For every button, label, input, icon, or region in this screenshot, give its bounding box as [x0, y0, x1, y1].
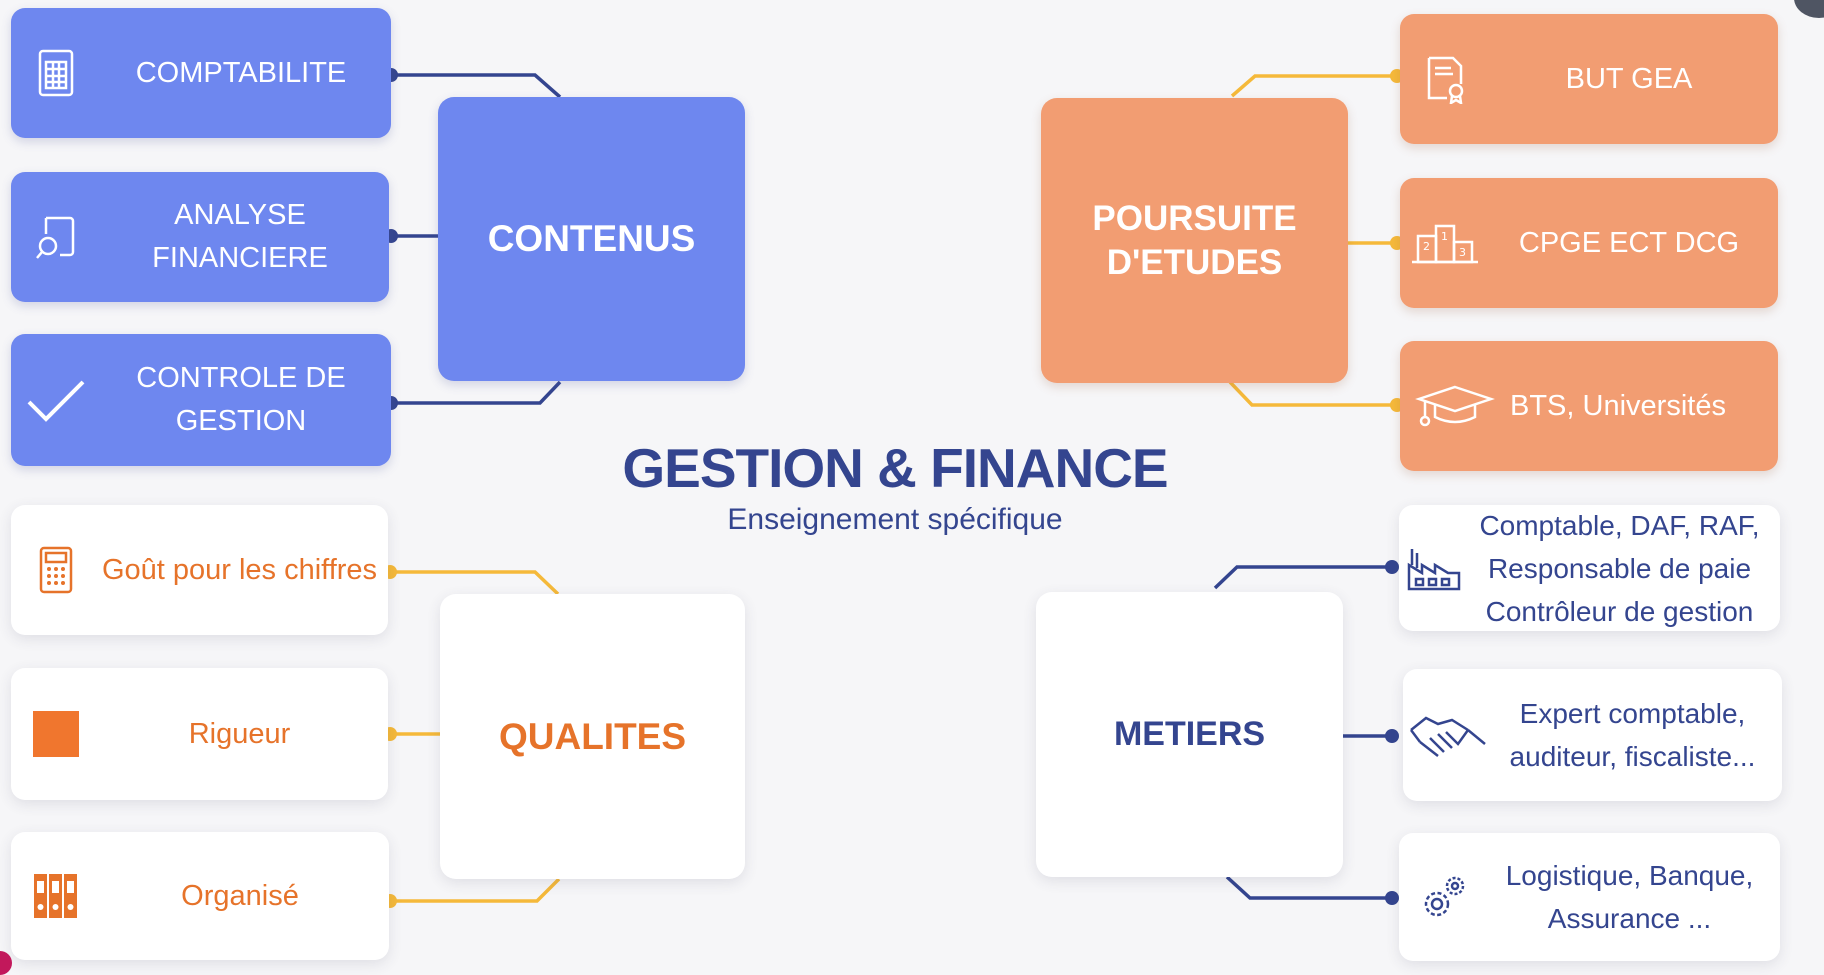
checkmark-icon	[11, 375, 101, 425]
poursuite-item-but-gea: BUT GEA	[1400, 14, 1778, 144]
handshake-icon	[1403, 710, 1493, 760]
contenus-item-controle-de-gestion: CONTROLE DE GESTION	[11, 334, 391, 466]
binders-icon	[11, 871, 101, 921]
certificate-icon	[1400, 54, 1490, 104]
connector-bts	[1228, 380, 1397, 407]
hub-contenus: CONTENUS	[438, 97, 745, 381]
svg-text:1: 1	[1441, 230, 1448, 243]
item-label: Goût pour les chiffres	[101, 553, 378, 586]
item-label: Logistique, Banque, Assurance ...	[1505, 860, 1754, 934]
item-label: CONTROLE DE GESTION	[136, 362, 346, 437]
gears-icon	[1399, 872, 1489, 922]
item-label: Expert comptable, auditeur, fiscaliste..…	[1509, 698, 1756, 772]
hub-metiers: METIERS	[1036, 592, 1343, 877]
item-label: BUT GEA	[1565, 62, 1693, 95]
page-subtitle: Enseignement spécifique	[727, 503, 1063, 536]
page-title: GESTION & FINANCE	[622, 437, 1168, 499]
item-label: CPGE ECT DCG	[1518, 226, 1740, 259]
calculator-icon	[11, 545, 101, 595]
item-label: COMPTABILITE	[135, 56, 347, 89]
spreadsheet-icon	[11, 48, 101, 98]
connector-logistique	[1225, 875, 1392, 900]
contenus-item-comptabilite: COMPTABILITE	[11, 8, 391, 138]
hub-label: POURSUITE D'ETUDES	[1092, 198, 1297, 282]
svg-text:3: 3	[1459, 246, 1466, 259]
metiers-item-expert-comptable: Expert comptable, auditeur, fiscaliste..…	[1403, 669, 1782, 801]
item-label: Rigueur	[188, 717, 291, 750]
hub-poursuite-etudes: POURSUITE D'ETUDES	[1041, 98, 1348, 383]
connector-gout	[390, 570, 560, 596]
item-label: BTS, Universités	[1510, 389, 1726, 422]
graduation-cap-icon	[1400, 381, 1510, 431]
hub-label: METIERS	[1113, 715, 1266, 753]
hub-label: QUALITES	[498, 715, 687, 757]
qualites-item-organise: Organisé	[11, 832, 389, 960]
metiers-item-comptable: Comptable, DAF, RAF, Responsable de paie…	[1399, 505, 1780, 631]
document-search-icon	[11, 212, 101, 262]
qualites-item-rigueur: Rigueur	[11, 668, 388, 800]
connector-controle	[391, 380, 562, 405]
square-icon	[11, 711, 101, 757]
contenus-item-analyse-financiere: ANALYSE FINANCIERE	[11, 172, 389, 302]
metiers-item-logistique: Logistique, Banque, Assurance ...	[1399, 833, 1780, 961]
hub-qualites: QUALITES	[440, 594, 745, 879]
connector-organise	[390, 877, 561, 903]
connector-comptabilite	[391, 73, 562, 99]
item-label: Comptable, DAF, RAF, Responsable de paie…	[1479, 509, 1760, 627]
item-label: Organisé	[181, 879, 299, 912]
qualites-item-gout-chiffres: Goût pour les chiffres	[11, 505, 388, 635]
connector-comptable	[1213, 565, 1392, 590]
poursuite-item-bts-universites: BTS, Universités	[1400, 341, 1778, 471]
item-label: ANALYSE FINANCIERE	[152, 199, 328, 274]
connector-but-gea	[1230, 74, 1397, 98]
hub-label: CONTENUS	[487, 218, 696, 259]
svg-text:2: 2	[1423, 240, 1430, 253]
factory-icon	[1399, 543, 1469, 593]
